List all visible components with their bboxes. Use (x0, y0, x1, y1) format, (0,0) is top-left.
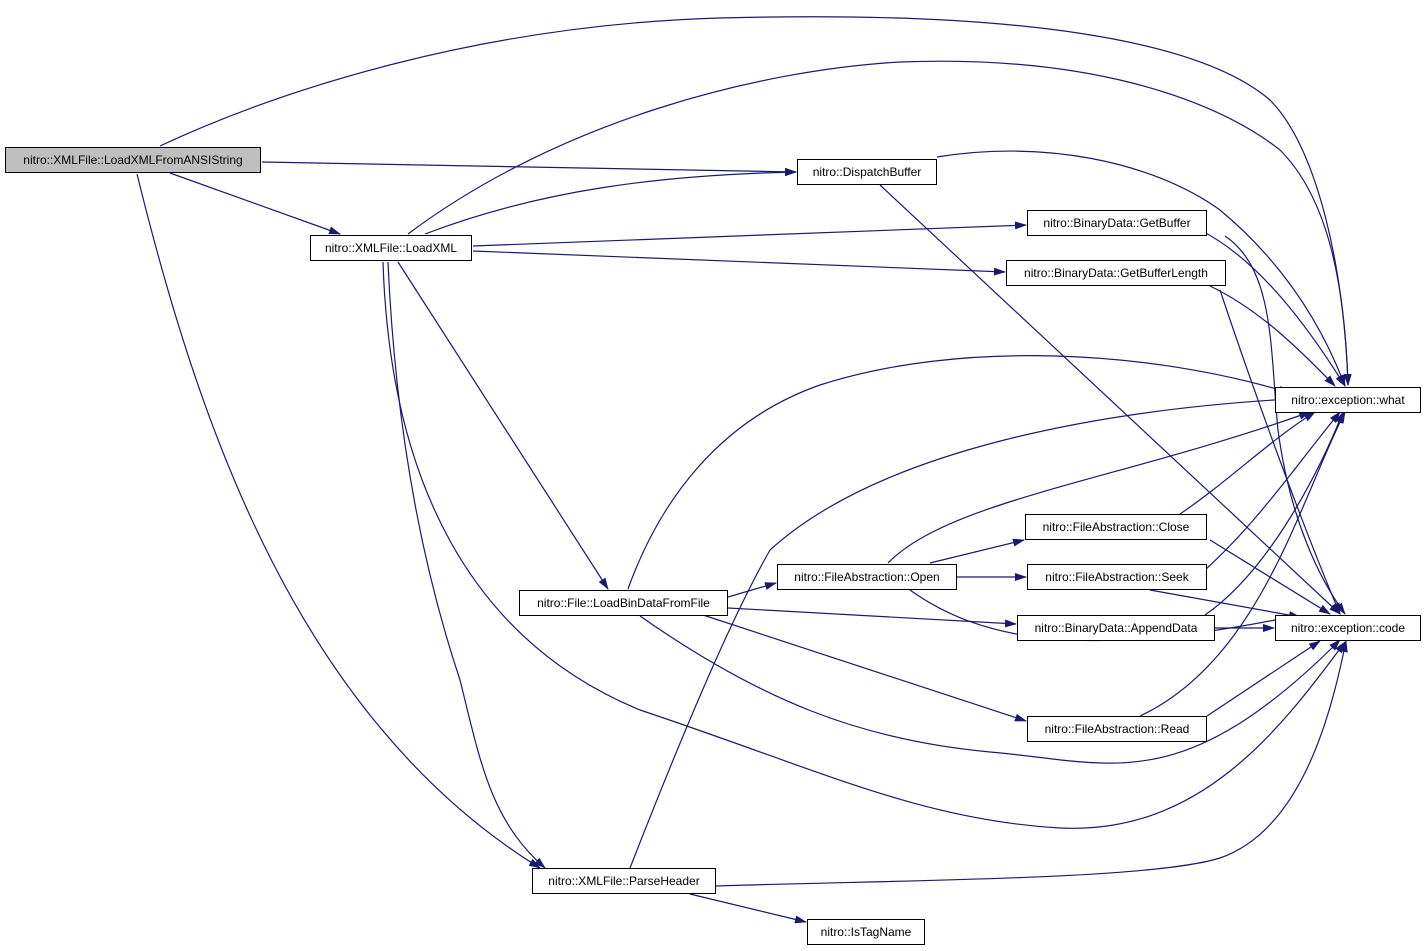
edge-parseheader-to-exception-code (715, 640, 1348, 887)
edge-loadxml-to-exception-what (407, 60, 1352, 386)
node-istagname[interactable]: nitro::IsTagName (807, 919, 925, 945)
edge-loadxmlfromansistring-to-exception-what (159, 16, 1352, 386)
edge-fa-read-to-exception-code (1206, 640, 1321, 717)
node-appenddata[interactable]: nitro::BinaryData::AppendData (1017, 615, 1215, 641)
node-fileabstraction-open[interactable]: nitro::FileAbstraction::Open (777, 564, 957, 590)
node-loadbindatafromfile[interactable]: nitro::File::LoadBinDataFromFile (519, 590, 728, 616)
edge-getbufferlength-to-exception-what (1209, 285, 1336, 387)
edge-fa-open-to-exception-what (887, 411, 1311, 564)
edge-fa-seek-to-exception-what (1204, 411, 1341, 571)
node-getbufferlength[interactable]: nitro::BinaryData::GetBufferLength (1006, 260, 1226, 286)
edge-loadbindatafromfile-to-fa-open (727, 582, 777, 598)
edge-getbufferlength-to-exception-code (1219, 289, 1341, 615)
edge-loadbindatafromfile-to-fa-read (699, 613, 1027, 722)
edge-loadxml-to-exception-code (382, 261, 1346, 829)
edge-getbuffer-to-exception-what (1199, 229, 1346, 387)
edge-loadxmlfromansistring-to-parseheader (136, 173, 541, 869)
node-loadxmlfromansistring: nitro::XMLFile::LoadXMLFromANSIString (5, 147, 261, 173)
edge-fa-close-to-exception-what (1179, 411, 1316, 515)
edge-parseheader-to-istagname (689, 893, 807, 924)
edge-dispatchbuffer-to-exception-what (936, 150, 1346, 387)
edge-fa-open-to-fa-close (929, 538, 1025, 564)
edge-appenddata-to-exception-what (1204, 411, 1344, 616)
node-exception-code[interactable]: nitro::exception::code (1275, 615, 1421, 641)
edge-loadxml-to-loadbindatafromfile (397, 261, 609, 590)
node-loadxml[interactable]: nitro::XMLFile::LoadXML (310, 235, 472, 261)
edge-loadxml-to-parseheader (387, 261, 546, 869)
edge-loadxml-to-getbuffer (472, 221, 1027, 247)
edge-fa-read-to-exception-what (1139, 411, 1346, 717)
edge-loadbindatafromfile-to-exception-code (639, 615, 1341, 764)
node-parseheader[interactable]: nitro::XMLFile::ParseHeader (532, 868, 716, 894)
edge-parseheader-to-exception-what (629, 395, 1291, 869)
edge-loadxml-to-dispatchbuffer (424, 168, 797, 235)
node-dispatchbuffer[interactable]: nitro::DispatchBuffer (797, 159, 937, 185)
node-fileabstraction-seek[interactable]: nitro::FileAbstraction::Seek (1027, 564, 1207, 590)
edges-layer (136, 16, 1352, 924)
edge-dispatchbuffer-to-exception-code (879, 184, 1341, 615)
edge-loadxmlfromansistring-to-dispatchbuffer (261, 161, 797, 176)
node-fileabstraction-read[interactable]: nitro::FileAbstraction::Read (1027, 716, 1207, 742)
node-getbuffer[interactable]: nitro::BinaryData::GetBuffer (1027, 210, 1207, 236)
edge-loadbindatafromfile-to-exception-what (627, 355, 1291, 590)
edge-loadxmlfromansistring-to-loadxml (169, 172, 341, 235)
edge-loadxml-to-getbufferlength (472, 250, 1006, 276)
node-exception-what[interactable]: nitro::exception::what (1275, 387, 1421, 413)
edge-fa-seek-to-exception-code (1149, 589, 1301, 619)
edge-getbuffer-to-exception-code (1224, 235, 1346, 615)
edge-loadbindatafromfile-to-appenddata (727, 607, 1017, 628)
node-fileabstraction-close[interactable]: nitro::FileAbstraction::Close (1025, 514, 1207, 540)
